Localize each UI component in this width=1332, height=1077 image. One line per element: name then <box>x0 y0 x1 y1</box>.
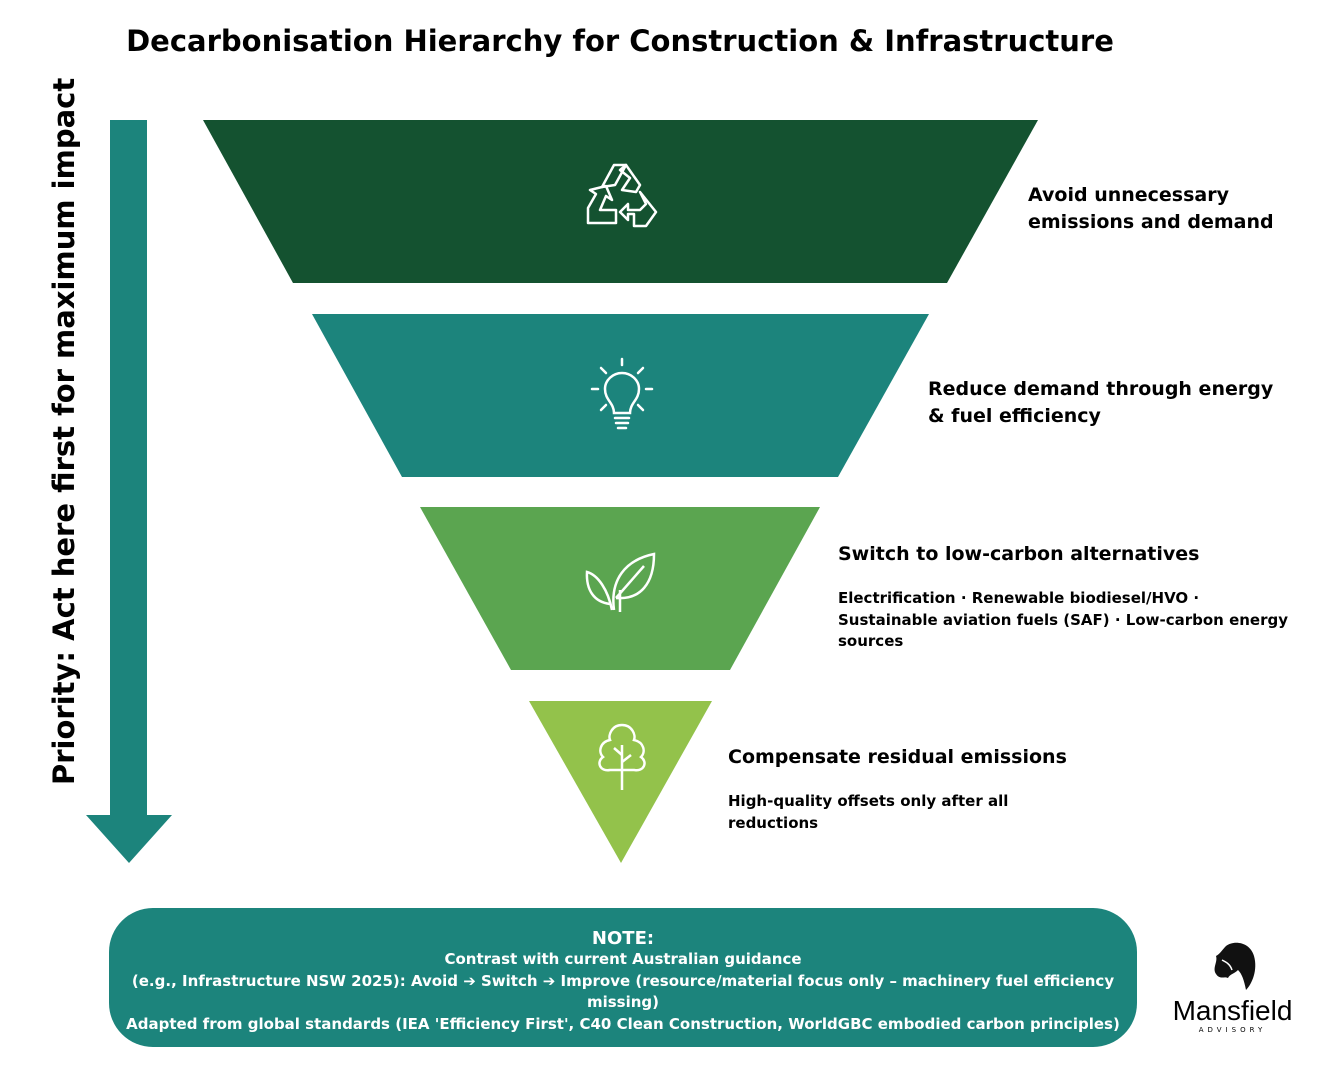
tier-reduce-label: Reduce demand through energy & fuel effi… <box>928 376 1273 430</box>
detail-line: Sustainable aviation fuels (SAF) · Low-c… <box>838 610 1289 629</box>
tier-reduce <box>312 314 929 477</box>
tier-compensate <box>529 701 712 863</box>
note-line: Adapted from global standards (IEA 'Effi… <box>126 1014 1120 1033</box>
detail-line: Electrification · Renewable biodiesel/HV… <box>838 589 1200 607</box>
recycle-icon <box>586 163 658 228</box>
note-box: NOTE: Contrast with current Australian g… <box>109 908 1137 1047</box>
heading-line: emissions and demand <box>1028 211 1274 233</box>
note-line: (e.g., Infrastructure NSW 2025): Avoid ➔… <box>131 971 1115 1012</box>
tier-switch <box>420 507 820 670</box>
arrow-head <box>86 815 172 863</box>
tier-compensate-label: Compensate residual emissions High-quali… <box>728 744 1067 834</box>
tier-avoid-label: Avoid unnecessary emissions and demand <box>1028 182 1274 236</box>
priority-label: Priority: Act here first for maximum imp… <box>47 77 81 785</box>
leaf-icon <box>585 552 656 612</box>
heading-line: Compensate residual emissions <box>728 746 1067 768</box>
lightbulb-icon <box>590 357 654 430</box>
detail-line: High-quality offsets only after all <box>728 792 1009 810</box>
logo-subtitle: ADVISORY <box>1198 1026 1267 1034</box>
tree-icon <box>598 723 646 790</box>
priority-arrow <box>86 120 172 863</box>
lion-head-icon <box>1214 942 1255 990</box>
heading-line: Reduce demand through energy <box>928 378 1274 400</box>
logo-name: Mansfield <box>1172 995 1293 1026</box>
detail-line: sources <box>838 632 904 650</box>
detail-line: reductions <box>728 813 819 832</box>
mansfield-logo: Mansfield ADVISORY <box>1170 940 1295 1034</box>
tier-avoid <box>203 120 1038 283</box>
heading-line: Avoid unnecessary <box>1028 184 1230 206</box>
note-heading: NOTE: <box>591 928 655 949</box>
arrow-shaft <box>110 120 147 816</box>
page-title: Decarbonisation Hierarchy for Constructi… <box>126 24 1114 58</box>
note-line: Contrast with current Australian guidanc… <box>444 950 802 968</box>
heading-line: Switch to low-carbon alternatives <box>838 543 1200 565</box>
tier-switch-label: Switch to low-carbon alternatives Electr… <box>838 541 1288 653</box>
heading-line: & fuel efficiency <box>928 405 1101 427</box>
